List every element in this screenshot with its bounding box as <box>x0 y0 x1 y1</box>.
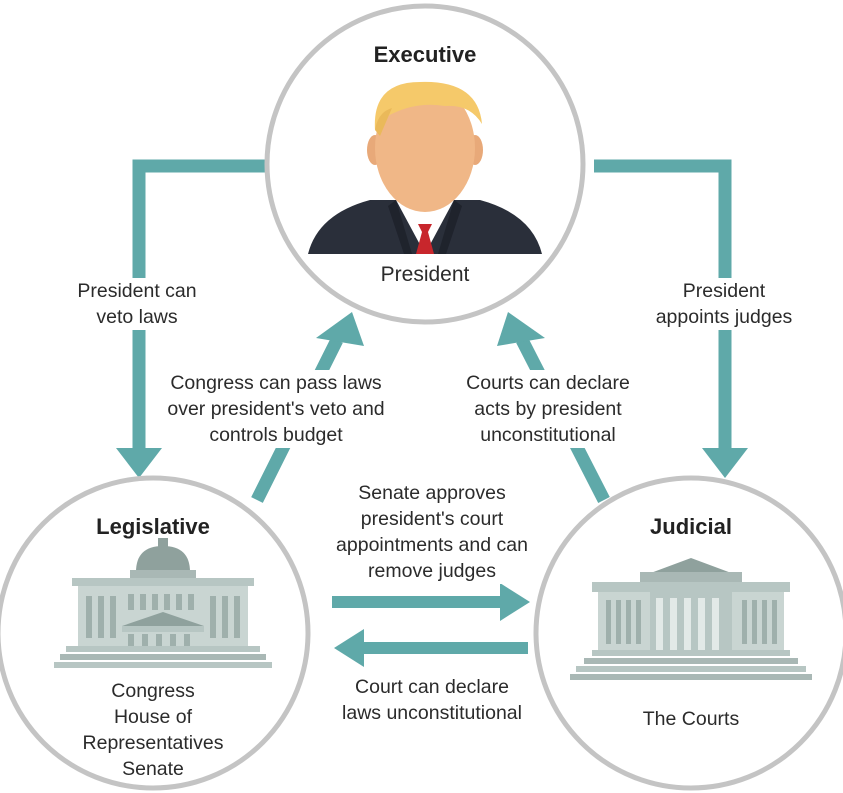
label-senate-approves: Senate approves president's court appoin… <box>330 480 534 584</box>
label-appoints-judges: President appoints judges <box>640 278 808 330</box>
arrow-veto <box>116 159 266 478</box>
judicial-label: The Courts <box>642 708 740 730</box>
courthouse-icon <box>570 558 812 680</box>
capitol-building-icon <box>54 538 272 668</box>
legislative-title: Legislative <box>96 514 210 539</box>
executive-title: Executive <box>373 42 477 67</box>
arrow-appoints-judges <box>594 159 748 478</box>
judicial-circle <box>533 475 843 791</box>
arrow-courts-laws <box>334 629 528 667</box>
legislative-label: Congress House of Representatives Senate <box>82 680 224 780</box>
arrow-senate-approves <box>332 583 530 621</box>
label-courts-president: Courts can declare acts by president unc… <box>452 370 644 448</box>
president-portrait-icon <box>308 81 542 254</box>
label-congress-override: Congress can pass laws over president's … <box>152 370 400 448</box>
label-courts-laws: Court can declare laws unconstitutional <box>326 674 538 726</box>
judicial-title: Judicial <box>650 514 732 539</box>
label-veto: President can veto laws <box>62 278 212 330</box>
legislative-circle <box>0 475 311 791</box>
executive-circle <box>264 3 586 325</box>
executive-label: President <box>380 263 470 286</box>
